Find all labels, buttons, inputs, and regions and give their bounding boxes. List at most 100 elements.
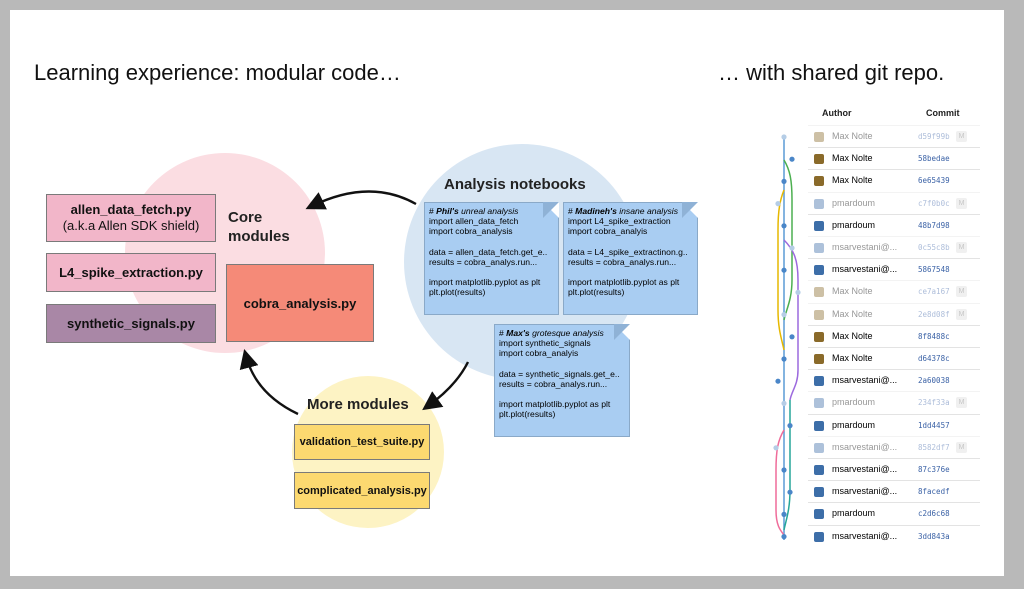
commit-author: msarvestani@... xyxy=(832,264,898,275)
commit-hash-link[interactable]: 8facedf xyxy=(918,487,950,497)
commit-author: msarvestani@... xyxy=(832,486,898,497)
commit-row[interactable]: pmardoum c2d6c68 xyxy=(808,502,980,525)
git-header-author: Author xyxy=(822,108,852,118)
commit-row[interactable]: pmardoum 48b7d98 xyxy=(808,213,980,237)
merge-badge: M xyxy=(956,286,967,298)
notebook-madineh-comment: # Madineh's insane analysis xyxy=(568,206,693,216)
notebook-madineh: # Madineh's insane analysis import L4_sp… xyxy=(563,202,698,315)
notebook-madineh-line: data = L4_spike_extractinon.g.. xyxy=(568,246,688,257)
author-logo-icon xyxy=(814,154,824,165)
author-logo-icon xyxy=(814,132,824,142)
commit-hash-link[interactable]: d59f99b xyxy=(918,132,950,141)
author-avatar-icon xyxy=(814,420,824,431)
notebook-max-line: import synthetic_signals xyxy=(499,338,591,349)
author-avatar-icon xyxy=(814,509,824,520)
commit-hash-link[interactable]: 0c55c8b xyxy=(918,243,950,252)
module-complicated-analysis: complicated_analysis.py xyxy=(294,472,430,509)
module-allen-data-fetch: allen_data_fetch.py (a.k.a Allen SDK shi… xyxy=(46,194,216,242)
author-avatar-icon xyxy=(814,265,824,276)
commit-hash-link[interactable]: 6e65439 xyxy=(918,176,950,186)
notebook-phil-comment: # Phil's unreal analysis xyxy=(429,206,554,216)
notebook-phil-line: import cobra_analysis xyxy=(429,226,513,237)
notebook-phil-line: plt.plot(results) xyxy=(429,287,486,298)
commit-row[interactable]: msarvestani@... 3dd843a xyxy=(808,524,980,548)
author-logo-icon xyxy=(814,354,824,364)
git-branch-graph xyxy=(773,134,801,540)
commit-hash-link[interactable]: ce7a167 xyxy=(918,287,950,297)
commit-author: msarvestani@... xyxy=(832,530,898,541)
commit-row[interactable]: msarvestani@... 5867548 xyxy=(808,258,980,281)
core-modules-label: Core modules xyxy=(228,208,290,246)
module-cobra-analysis: cobra_analysis.py xyxy=(226,264,374,342)
commit-hash-link[interactable]: c7f0b0c xyxy=(918,198,950,208)
more-modules-label: More modules xyxy=(307,396,409,413)
commit-node xyxy=(789,156,795,162)
merge-badge: M xyxy=(956,242,967,253)
notebook-max-line: plt.plot(results) xyxy=(499,409,556,420)
notebook-max-hash: # xyxy=(499,328,507,338)
module-validation-test-suite-name: validation_test_suite.py xyxy=(299,436,425,448)
commit-hash-link[interactable]: d64378c xyxy=(918,354,950,363)
author-avatar-icon xyxy=(814,220,824,231)
commit-author: Max Nolte xyxy=(832,330,873,341)
commit-hash-link[interactable]: 48b7d98 xyxy=(918,220,950,230)
commit-row[interactable]: msarvestani@...87c376e xyxy=(808,458,980,481)
notebook-phil: # Phil's unreal analysis import allen_da… xyxy=(424,202,559,315)
notebook-madineh-line: results = cobra_analys.run... xyxy=(568,256,677,267)
commit-hash-link[interactable]: 87c376e xyxy=(918,465,950,474)
commit-hash-link[interactable]: 2e8d08f xyxy=(918,309,950,319)
commit-row[interactable]: pmardoum 1dd4457 xyxy=(808,413,980,437)
notebook-max-adjective: grotesque analysis xyxy=(529,328,604,338)
commit-hash-link[interactable]: 1dd4457 xyxy=(918,420,950,430)
commit-hash-link[interactable]: 2a60038 xyxy=(918,376,950,386)
author-avatar-icon xyxy=(814,442,824,453)
author-logo-icon xyxy=(814,176,824,187)
commit-node xyxy=(781,178,787,184)
commit-hash-link[interactable]: 5867548 xyxy=(918,265,950,275)
commit-hash-link[interactable]: 58bedae xyxy=(918,154,950,164)
commit-author: pmardoum xyxy=(832,219,876,230)
commit-author: pmardoum xyxy=(832,508,876,519)
commit-hash-link[interactable]: c2d6c68 xyxy=(918,509,950,519)
notebook-max: # Max's grotesque analysis import synthe… xyxy=(494,324,630,437)
commit-row[interactable]: Max Nolte 8f8488c xyxy=(808,324,980,348)
commit-node xyxy=(787,423,793,429)
notebook-madineh-line: plt.plot(results) xyxy=(568,287,625,298)
commit-node xyxy=(775,378,781,384)
notebook-phil-line: import matplotlib.pyplot as plt xyxy=(429,277,541,288)
commit-author: pmardoum xyxy=(832,397,876,408)
commit-node xyxy=(789,245,795,251)
commit-row[interactable]: msarvestani@...2a60038 xyxy=(808,369,980,392)
notebook-madineh-line: import cobra_analyis xyxy=(568,226,648,237)
notebook-phil-line: results = cobra_analys.run... xyxy=(429,256,538,267)
commit-node xyxy=(781,134,787,140)
commit-hash-link[interactable]: 3dd843a xyxy=(918,531,950,541)
commit-hash-link[interactable]: 8f8488c xyxy=(918,331,950,341)
arrow-more-to-core xyxy=(239,349,299,416)
commit-author: msarvestani@... xyxy=(832,441,898,452)
author-avatar-icon xyxy=(814,465,824,475)
commit-row[interactable]: msarvestani@... 8facedf xyxy=(808,480,980,503)
merge-badge: M xyxy=(956,131,967,142)
arrow-notebooks-to-more xyxy=(422,361,470,411)
notebook-madineh-adjective: insane analysis xyxy=(616,206,679,216)
commit-hash-link[interactable]: 8582df7 xyxy=(918,442,950,452)
module-synthetic-signals-name: synthetic_signals.py xyxy=(67,316,195,331)
notebook-max-comment: # Max's grotesque analysis xyxy=(499,328,625,338)
module-allen-data-fetch-name: allen_data_fetch.py xyxy=(70,202,192,217)
commit-hash-link[interactable]: 234f33a xyxy=(918,398,950,408)
commit-author: Max Nolte xyxy=(832,308,873,319)
commit-author: pmardoum xyxy=(832,419,876,430)
commit-node xyxy=(781,356,787,362)
